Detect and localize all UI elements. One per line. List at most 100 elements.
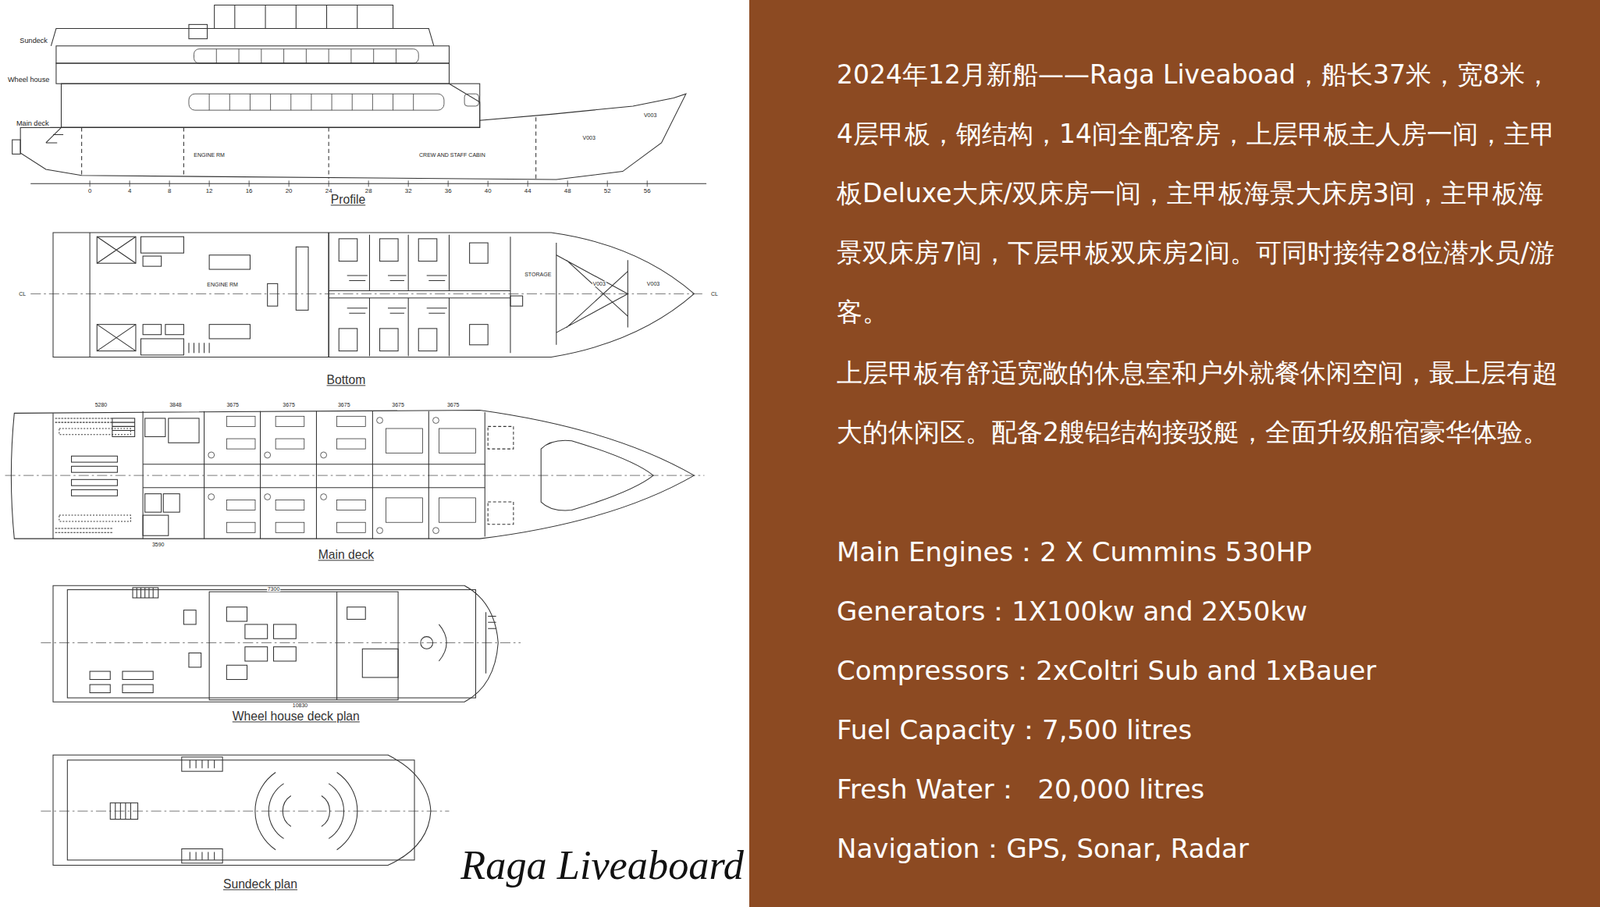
ship-line <box>438 497 476 523</box>
ship-line <box>188 93 479 111</box>
ship-line <box>408 298 409 357</box>
ship-line <box>5 5 708 866</box>
ship-line <box>327 232 330 357</box>
spec-line: Navigation：GPS, Sonar, Radar <box>836 818 1567 879</box>
ship-line <box>395 49 397 64</box>
ship-line <box>238 49 240 64</box>
ship-line <box>234 5 235 29</box>
ship-line <box>89 684 111 693</box>
ship-line <box>194 49 420 64</box>
plan-label: 48 <box>563 187 573 195</box>
ship-line <box>194 49 420 64</box>
plan-label: V003 <box>592 280 607 288</box>
plan-label: ENGINE RM <box>206 281 239 288</box>
ship-line <box>59 428 132 435</box>
ship-line <box>229 93 231 111</box>
ship-line <box>328 127 330 178</box>
plan-label: 16 <box>245 187 254 195</box>
ship-line <box>165 324 185 335</box>
ship-line <box>350 49 352 64</box>
ship-line <box>226 416 256 427</box>
ship-line <box>295 246 309 310</box>
ship-line <box>484 412 486 537</box>
ship-line <box>380 328 399 352</box>
ship-line <box>385 428 423 453</box>
plan-label: 8 <box>167 187 172 195</box>
ship-line <box>320 451 328 459</box>
ship-line <box>169 180 171 187</box>
ship-line <box>392 93 394 111</box>
ship-line <box>486 611 497 673</box>
ship-line <box>188 342 210 353</box>
plan-label: CL <box>17 291 27 298</box>
ship-line <box>52 412 54 539</box>
spec-line: Fuel Capacity：7,500 litres <box>836 700 1567 760</box>
plan-label: 56 <box>643 187 652 195</box>
ship-line <box>56 63 450 84</box>
plan-label: 52 <box>603 187 612 195</box>
ship-line <box>273 624 297 639</box>
ship-line <box>129 180 131 187</box>
ship-line <box>89 180 91 187</box>
ship-line <box>226 438 256 449</box>
ship-line <box>71 455 118 463</box>
ship-line <box>136 587 153 598</box>
ship-line <box>214 5 394 29</box>
ship-line <box>283 49 285 64</box>
ship-line <box>310 93 312 111</box>
plan-label: V003 <box>643 112 658 119</box>
ship-line <box>380 238 399 262</box>
ship-line <box>438 624 447 662</box>
view-title: Profile <box>330 193 367 207</box>
spec-line: Main Engines：2 X Cummins 530HP <box>836 522 1567 582</box>
plan-label: 3590 <box>151 542 166 549</box>
ship-line <box>328 49 330 64</box>
ship-line <box>448 83 480 121</box>
ship-line <box>208 451 215 459</box>
plan-label: 3675 <box>281 401 296 409</box>
ship-line <box>487 180 489 187</box>
plan-label: Main deck <box>15 119 50 128</box>
ship-line <box>469 324 489 345</box>
ship-line <box>347 308 448 314</box>
ship-line <box>183 610 196 625</box>
ship-line <box>189 760 214 768</box>
ship-line <box>50 28 434 47</box>
view-title: Wheel house deck plan <box>231 710 361 724</box>
plan-label: V003 <box>581 135 596 142</box>
ship-line <box>337 499 367 510</box>
plan-label: CL <box>710 291 719 298</box>
ship-line <box>288 180 290 187</box>
plan-label: 36 <box>444 187 453 195</box>
ship-line <box>0 0 750 907</box>
ship-line <box>142 463 485 465</box>
ship-line <box>89 180 648 187</box>
ship-line <box>527 180 529 187</box>
ship-line <box>132 587 159 598</box>
ship-line <box>373 49 374 64</box>
ship-line <box>448 180 449 187</box>
ship-line <box>290 93 292 111</box>
ship-line <box>336 591 338 701</box>
ship-line <box>249 93 251 111</box>
ship-line <box>337 416 367 427</box>
ship-line <box>188 24 208 39</box>
ship-line <box>270 93 271 111</box>
ship-line <box>163 494 180 513</box>
ship-line <box>418 238 438 262</box>
ship-line <box>245 647 268 662</box>
ship-line <box>627 259 629 328</box>
ship-line <box>260 49 262 64</box>
ship-line <box>275 416 305 427</box>
plan-label: 12 <box>205 187 214 195</box>
ship-line <box>209 180 210 187</box>
ship-line <box>555 242 557 345</box>
ship-line <box>328 290 511 292</box>
spec-line: Compressors：2xColtri Sub and 1xBauer <box>836 640 1567 701</box>
plan-label: ENGINE RM <box>192 152 226 159</box>
ship-line <box>267 283 278 306</box>
ship-line <box>142 324 162 335</box>
ship-line <box>448 234 450 292</box>
ship-line <box>275 499 305 510</box>
